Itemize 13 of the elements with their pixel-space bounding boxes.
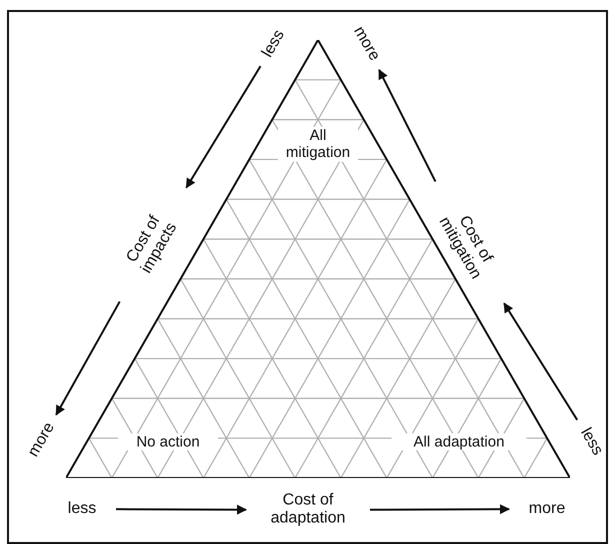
- axis-label: less: [66, 500, 98, 518]
- arrow: [503, 302, 578, 420]
- arrow: [186, 66, 262, 188]
- arrow: [55, 301, 121, 416]
- axis-label: Cost of adaptation: [270, 492, 346, 528]
- axis-label: less: [258, 26, 289, 62]
- arrow: [378, 69, 436, 182]
- region-label: All mitigation: [278, 126, 358, 162]
- arrow: [116, 504, 247, 515]
- arrow: [370, 504, 510, 514]
- region-label: No action: [118, 433, 218, 451]
- axis-label: more: [528, 500, 566, 518]
- region-label: All adaptation: [392, 433, 526, 451]
